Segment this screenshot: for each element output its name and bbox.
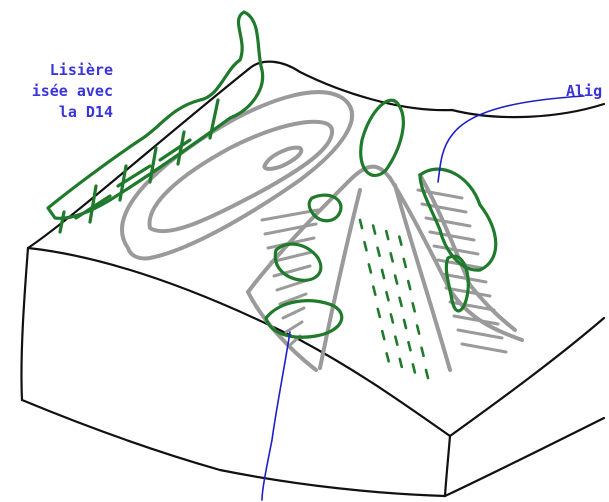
block-front-corner-edge <box>445 436 450 496</box>
slope-hatch-left <box>265 224 316 234</box>
block-left-vertical-edge <box>21 248 28 400</box>
block-bottom-right-edge <box>445 418 604 496</box>
annotation-right-line-1: Alig <box>566 81 602 102</box>
leader-right-to-ridge <box>438 96 584 182</box>
gully-vegetation-dash <box>391 314 393 322</box>
gully-vegetation-dash <box>369 264 371 272</box>
gully-vegetation-dash <box>378 248 380 256</box>
tree-crown-ridge <box>361 100 404 175</box>
gully-vegetation-dash <box>408 342 410 350</box>
gully-vegetation-dash <box>386 231 388 239</box>
slope-hatch-left <box>283 308 304 318</box>
gully-vegetation-dash <box>413 364 415 372</box>
gully-vegetation-dash <box>404 320 406 328</box>
gully-vegetation-dash <box>382 331 384 339</box>
gully-vegetation-dash <box>400 298 402 306</box>
contour-gully-left <box>320 190 360 368</box>
slope-hatch-left <box>286 322 302 332</box>
hedge-stem <box>60 212 64 232</box>
gully-vegetation-dash <box>408 281 410 289</box>
gully-vegetation-dash <box>386 292 388 300</box>
annotation-label-left: Lisière isée avec la D14 <box>32 60 113 123</box>
gully-vegetation-dash <box>364 242 366 250</box>
gully-vegetation-dash <box>404 259 406 267</box>
contour-hill-summit <box>264 148 301 169</box>
gully-vegetation-dash <box>391 253 393 261</box>
block-top-back-edge <box>300 72 604 117</box>
gully-vegetation-dash <box>413 303 415 311</box>
gully-vegetation-dash <box>373 287 375 295</box>
annotation-left-line-2: isée avec <box>32 81 113 102</box>
gully-vegetation-dash <box>382 270 384 278</box>
annotation-label-right: Alig <box>566 81 602 102</box>
gully-vegetation-dash <box>399 237 401 245</box>
contour-hill-outer <box>122 92 352 258</box>
gully-vegetation-dash <box>373 226 375 234</box>
annotation-leader-lines <box>262 96 584 500</box>
annotation-left-line-1: Lisière <box>32 60 113 81</box>
block-top-front-edge <box>28 248 450 436</box>
gully-vegetation-dash <box>395 337 397 345</box>
hedge-crosshatch <box>76 140 190 218</box>
leader-bottom-to-valley <box>262 332 290 500</box>
gully-vegetation-dash <box>422 348 424 356</box>
annotation-left-line-3: la D14 <box>32 102 113 123</box>
gully-vegetation-dash <box>426 370 428 378</box>
gully-vegetation-dash <box>395 276 397 284</box>
gully-vegetation-dash <box>378 309 380 317</box>
gully-vegetation-dash <box>387 353 389 361</box>
gully-vegetation-dash <box>360 220 362 228</box>
block-bottom-edge <box>22 400 445 496</box>
gully-vegetation-dash <box>400 359 402 367</box>
slope-hatch-right <box>458 330 502 338</box>
slope-hatch-right <box>462 344 506 352</box>
gully-vegetation-dash <box>417 326 419 334</box>
block-top-right-edge <box>450 318 604 436</box>
slope-hatch-right <box>426 218 470 226</box>
